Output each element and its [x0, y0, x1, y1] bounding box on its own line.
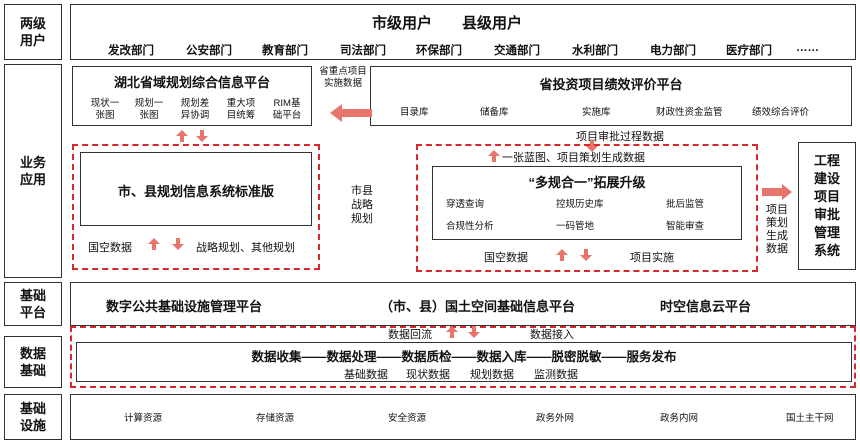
arrow-down-icon: [468, 326, 480, 338]
data-backflow-label: 数据回流: [388, 329, 432, 341]
department-item: 交通部门: [494, 45, 540, 57]
arrow-up-icon: [148, 238, 160, 250]
standard-version-title: 市、县规划信息系统标准版: [117, 184, 274, 199]
arrow-down-icon: [586, 140, 598, 152]
row-label-users-text: 两级 用户: [19, 16, 46, 48]
arrow-down-icon: [172, 238, 184, 250]
department-item: 教育部门: [262, 45, 308, 57]
hubei-item: 现状一 张图: [90, 98, 120, 121]
hubei-platform-title: 湖北省域规划综合信息平台: [113, 75, 270, 90]
row-label-users: 两级 用户: [4, 4, 62, 60]
investment-platform-box: [370, 66, 852, 126]
guokong-data-right: 国空数据: [484, 252, 528, 264]
engineering-approval-system-box: [798, 142, 856, 270]
county-users-title: 县级用户: [462, 15, 523, 32]
approval-process-label: 项目审批过程数据: [576, 131, 664, 143]
infra-item: 存储资源: [256, 413, 295, 424]
city-county-dashed-region: [72, 144, 320, 270]
hubei-item: 规划一 张图: [134, 98, 164, 121]
users-panel: [70, 4, 856, 60]
multi-plan-item: 智能审查: [666, 221, 705, 232]
row-label-platform: 基础 平台: [4, 282, 62, 326]
multi-plan-box: [432, 166, 742, 240]
data-access-label: 数据接入: [530, 329, 574, 341]
department-item: ……: [796, 42, 819, 54]
multi-plan-item: 批后监管: [666, 199, 705, 210]
data-type-item: 基础数据: [344, 369, 388, 381]
investment-item: 实施库: [582, 107, 611, 118]
investment-item: 储备库: [480, 107, 509, 118]
arrow-up-icon: [446, 326, 458, 338]
arrow-left-icon: [330, 104, 372, 122]
arrow-down-icon: [196, 130, 208, 142]
department-item: 医疗部门: [726, 45, 772, 57]
data-type-item: 现状数据: [406, 369, 450, 381]
guokong-data-left: 国空数据: [88, 242, 132, 254]
engineering-approval-system-title: 工程 建设 项目 审批 管理 系统: [813, 153, 840, 258]
infra-item: 计算资源: [124, 413, 163, 424]
data-type-item: 规划数据: [470, 369, 514, 381]
data-pipeline: 数据收集——数据处理——数据质检——数据入库——脱密脱敏——服务发布: [251, 350, 677, 364]
infra-item: 国土主干网: [786, 413, 834, 424]
multi-plan-item: 穿透查询: [446, 199, 485, 210]
blueprint-data-label: 一张蓝图、项目策划生成数据: [502, 152, 645, 164]
city-users-title: 市级用户: [372, 15, 433, 32]
multi-plan-item: 控规历史库: [556, 199, 604, 210]
hubei-platform-box: [72, 66, 312, 126]
data-pipeline-box: [76, 342, 852, 382]
department-item: 环保部门: [416, 45, 462, 57]
infra-item: 安全资源: [388, 413, 427, 424]
project-plan-data-label: 项目 策划 生成 数据: [766, 204, 788, 255]
hubei-item: 重大项 目统筹: [226, 98, 256, 121]
arrow-down-icon: [580, 249, 592, 261]
multi-plan-dashed-region: [416, 144, 758, 272]
data-dashed-region: [70, 326, 856, 388]
department-item: 公安部门: [186, 45, 232, 57]
arrow-up-icon: [488, 150, 500, 162]
standard-version-box: [80, 152, 312, 226]
arrow-up-icon: [556, 249, 568, 261]
row-label-business: 业务 应用: [4, 64, 62, 278]
project-implementation-label: 项目实施: [630, 252, 674, 264]
row-label-business-text: 业务 应用: [19, 155, 46, 187]
infra-item: 政务内网: [660, 413, 699, 424]
row-label-data-text: 数据 基础: [19, 346, 46, 378]
spatiotemporal-cloud-platform: 时空信息云平台: [660, 299, 752, 314]
investment-platform-title: 省投资项目绩效评价平台: [539, 77, 683, 92]
department-item: 电力部门: [650, 45, 696, 57]
multi-plan-title: “多规合一”拓展升级: [528, 175, 646, 190]
arrow-right-icon: [762, 184, 792, 200]
row-label-infra: 基础 设施: [4, 394, 62, 440]
investment-item: 目录库: [400, 107, 429, 118]
row-label-infra-text: 基础 设施: [19, 401, 46, 433]
department-item: 司法部门: [340, 45, 386, 57]
infra-panel: [70, 394, 856, 440]
platform-panel: [70, 282, 856, 326]
department-item: 水利部门: [572, 45, 618, 57]
investment-item: 财政性资金监管: [656, 107, 723, 118]
province-key-project-label: 省重点项目 实施数据: [319, 66, 367, 89]
data-type-item: 监测数据: [534, 369, 578, 381]
row-label-platform-text: 基础 平台: [19, 288, 46, 320]
multi-plan-item: 合规性分析: [446, 221, 494, 232]
infra-item: 政务外网: [536, 413, 575, 424]
multi-plan-item: 一码管地: [556, 221, 595, 232]
arrow-up-icon: [176, 130, 188, 142]
hubei-item: RIM基 础平台: [272, 98, 302, 121]
digital-public-infra-platform: 数字公共基础设施管理平台: [106, 299, 263, 314]
hubei-item: 规划差 异协调: [180, 98, 210, 121]
row-label-data: 数据 基础: [4, 336, 62, 388]
city-county-strategy-label: 市县 战略 规划: [351, 185, 373, 225]
department-item: 发改部门: [108, 45, 154, 57]
land-space-info-platform: （市、县）国土空间基础信息平台: [380, 299, 576, 314]
investment-item: 绩效综合评价: [752, 107, 810, 118]
strategy-other-plans: 战略规划、其他规划: [196, 242, 295, 254]
